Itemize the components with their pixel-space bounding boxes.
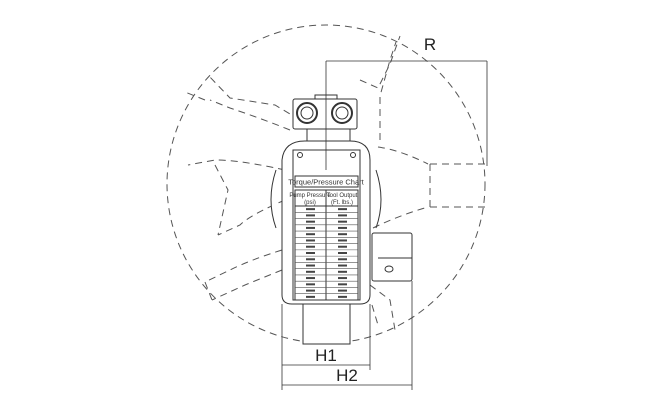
chart-row-value-mark — [338, 220, 347, 223]
chart-row-value-mark — [338, 277, 347, 280]
chart-row-value-mark — [338, 264, 347, 267]
chart-row-value-mark — [338, 270, 347, 273]
chart-row-value-mark — [338, 252, 347, 254]
col2-header: Tool Output — [327, 193, 358, 199]
chart-row-value-mark — [306, 233, 315, 236]
col2-unit: (Ft. lbs.) — [331, 200, 353, 206]
chart-row-value-mark — [338, 233, 347, 236]
reaction-arm-bottom — [369, 284, 396, 331]
radius-label: R — [424, 35, 436, 54]
chart-row-value-mark — [338, 226, 347, 229]
swing-radius-dashed — [166, 24, 487, 344]
chart-row-value-mark — [306, 208, 315, 211]
chart-row-value-mark — [306, 239, 315, 242]
tool-body — [270, 140, 382, 345]
swing-circle — [166, 24, 486, 344]
chart-row-value-mark — [306, 264, 315, 267]
chart-row-value-mark — [338, 258, 347, 261]
col1-header: Pump Pressure — [289, 193, 331, 199]
chart-row-value-mark — [306, 220, 315, 223]
reaction-arm-right-taper — [372, 146, 429, 229]
chart-row-value-mark — [338, 208, 347, 211]
chart-row-value-mark — [338, 289, 347, 292]
chart-row-value-mark — [306, 214, 315, 217]
chart-row-value-mark — [306, 270, 315, 273]
chart-row-value-mark — [306, 245, 315, 248]
chart-row-value-mark — [338, 214, 347, 217]
reaction-arm-right — [429, 163, 487, 208]
chart-row-value-mark — [338, 295, 347, 298]
chart-row-value-mark — [306, 258, 315, 261]
chart-row-value-mark — [306, 226, 315, 229]
h2-label: H2 — [336, 366, 358, 385]
chart-rows — [295, 208, 358, 298]
chart-row-value-mark — [338, 283, 347, 286]
reaction-arm-upper-left — [184, 74, 301, 131]
reaction-arm-top — [359, 35, 401, 140]
reaction-arm-lower-left — [204, 249, 283, 301]
hose-port-block — [292, 94, 358, 143]
chart-row-value-mark — [306, 252, 315, 254]
chart-row-value-mark — [338, 245, 347, 248]
reaction-arm-left — [187, 159, 286, 236]
h1-label: H1 — [315, 346, 337, 365]
dimension-lines — [281, 60, 488, 390]
square-drive — [371, 232, 413, 282]
col1-unit: (psi) — [304, 200, 316, 206]
chart-row-value-mark — [306, 289, 315, 292]
chart-title: Torque/Pressure Chart — [288, 178, 364, 187]
chart-row-value-mark — [306, 283, 315, 286]
chart-row-value-mark — [338, 239, 347, 242]
chart-row-value-mark — [306, 295, 315, 298]
chart-row-value-mark — [306, 277, 315, 280]
